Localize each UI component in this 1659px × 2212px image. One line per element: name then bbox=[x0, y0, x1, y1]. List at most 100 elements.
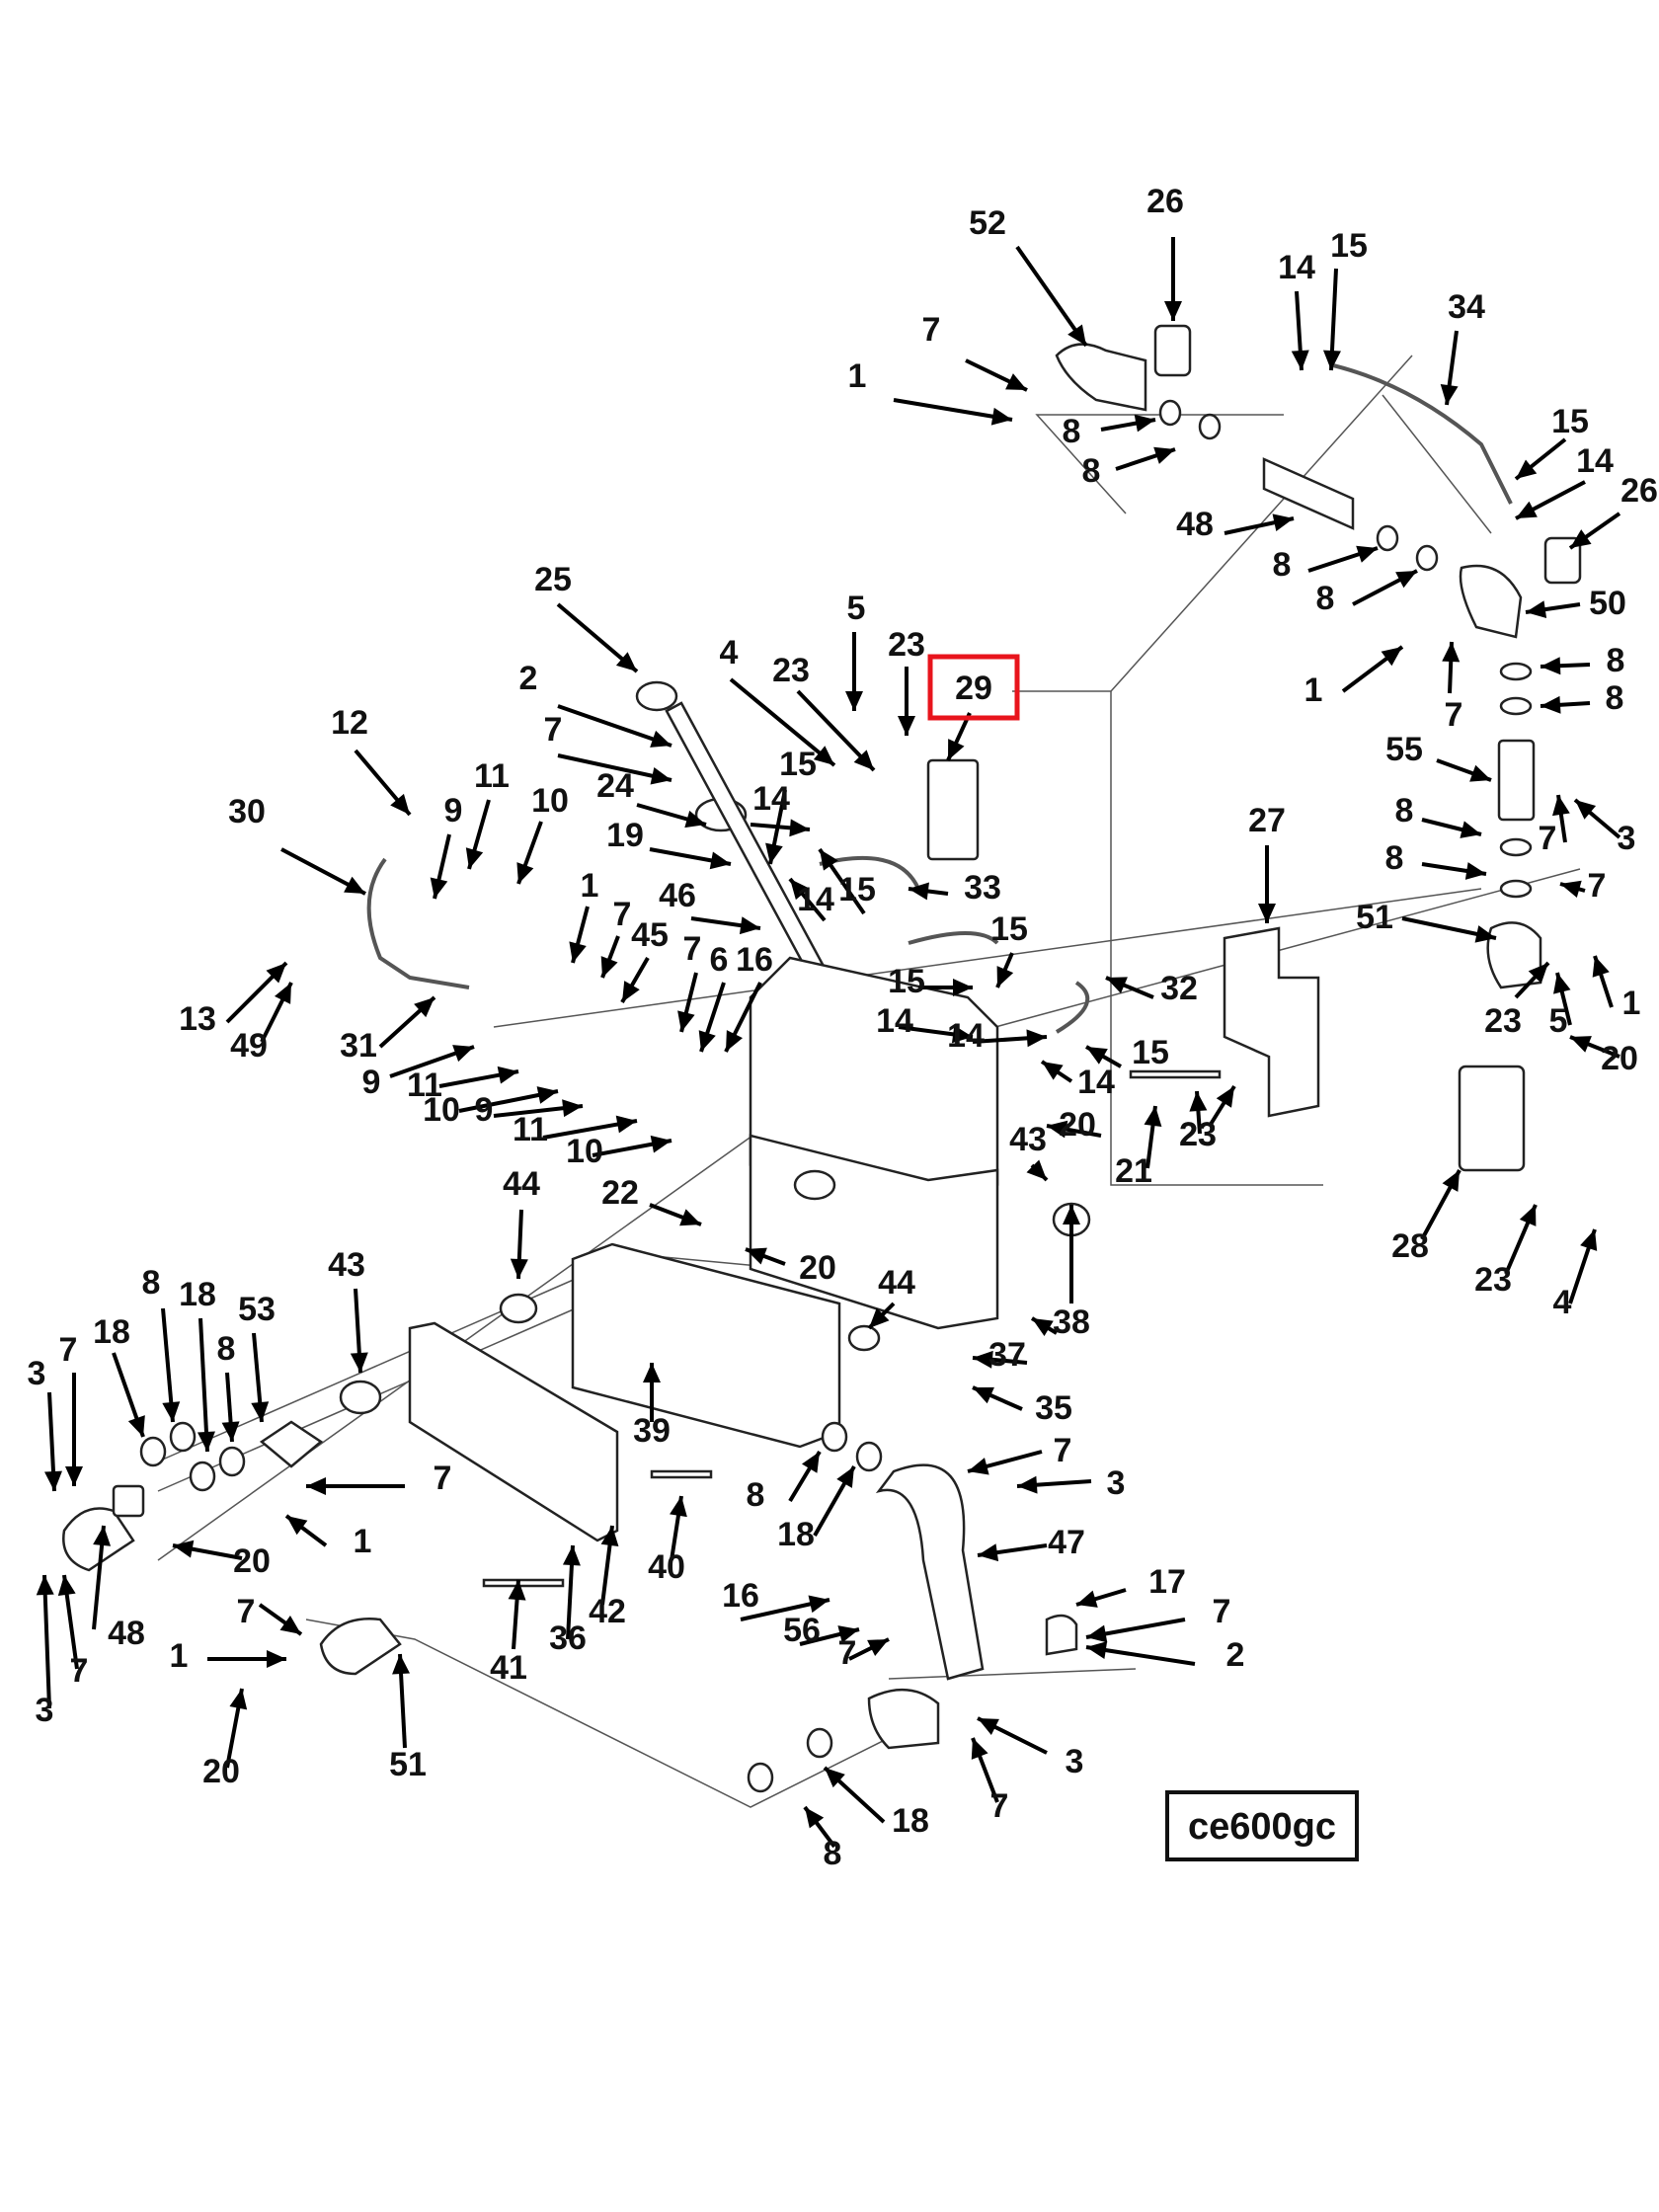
callout: 20 bbox=[233, 1542, 271, 1580]
part-lower-elbow-47 bbox=[867, 1688, 940, 1750]
callout: 48 bbox=[108, 1615, 145, 1652]
arrow-head bbox=[1551, 795, 1570, 817]
arrow-head bbox=[1017, 1475, 1038, 1494]
arrow-head bbox=[996, 966, 1014, 988]
callout: 18 bbox=[777, 1516, 815, 1553]
callout: 8 bbox=[1273, 546, 1292, 584]
callout: 32 bbox=[1160, 970, 1198, 1007]
callout: 7 bbox=[1539, 820, 1557, 857]
part-ring-left-4 bbox=[218, 1446, 246, 1477]
callout: 8 bbox=[1606, 679, 1624, 717]
callout: 7 bbox=[990, 1787, 1009, 1825]
callout: 3 bbox=[1618, 820, 1636, 857]
arrow-head bbox=[1442, 642, 1461, 663]
callout: 19 bbox=[606, 817, 644, 854]
callout: 1 bbox=[848, 357, 867, 395]
callout: 7 bbox=[1054, 1432, 1072, 1469]
arrow-head bbox=[1026, 1159, 1047, 1180]
arrow-head bbox=[251, 1401, 270, 1422]
arrow-head bbox=[643, 1363, 661, 1382]
callout: 7 bbox=[1588, 867, 1607, 905]
callout: 22 bbox=[601, 1174, 639, 1212]
arrow-head bbox=[739, 916, 760, 935]
callout: 7 bbox=[59, 1331, 78, 1369]
parts bbox=[62, 324, 1582, 1793]
callout: 17 bbox=[1148, 1563, 1186, 1601]
arrow-head bbox=[390, 793, 410, 815]
callout: 15 bbox=[779, 746, 817, 783]
arrow-head bbox=[820, 849, 838, 871]
callout: 39 bbox=[633, 1412, 671, 1450]
arrow-head bbox=[1164, 301, 1182, 321]
part-seal-tank bbox=[793, 1169, 836, 1201]
callout: 49 bbox=[230, 1027, 268, 1065]
arrow-head bbox=[1106, 977, 1128, 993]
arrow-head bbox=[615, 652, 637, 672]
arrow-head bbox=[825, 1768, 845, 1788]
part-ring-6 bbox=[1499, 696, 1533, 716]
arrow-head bbox=[508, 1580, 526, 1601]
callout-labels: 52 26 7 1 8 8 14 15 34 15 14 26 48 8 8 5… bbox=[28, 183, 1658, 1872]
part-ring-bottom-4 bbox=[747, 1762, 774, 1793]
arrow-head bbox=[65, 1466, 83, 1486]
callout: 56 bbox=[783, 1612, 821, 1649]
arrow-head bbox=[698, 1030, 716, 1052]
callout: 12 bbox=[331, 704, 368, 742]
callout: 36 bbox=[549, 1620, 587, 1657]
part-pipe-55 bbox=[1497, 739, 1536, 822]
leader-arrow bbox=[729, 677, 836, 767]
arrow-head bbox=[57, 1575, 76, 1597]
arrow-head bbox=[229, 1689, 248, 1710]
callout: 4 bbox=[1553, 1284, 1572, 1321]
callout: 7 bbox=[70, 1652, 89, 1690]
callout: 16 bbox=[722, 1577, 759, 1615]
callout: 28 bbox=[1391, 1227, 1429, 1265]
callout: 1 bbox=[1622, 985, 1641, 1022]
callout: 7 bbox=[838, 1634, 857, 1672]
callout: 23 bbox=[1474, 1261, 1512, 1299]
part-elbow-51-upper bbox=[1486, 921, 1542, 989]
callout: 15 bbox=[1132, 1034, 1169, 1071]
callout: 27 bbox=[1248, 802, 1286, 839]
callout: 9 bbox=[475, 1091, 494, 1129]
part-bolt-40 bbox=[650, 1469, 713, 1479]
callout: 30 bbox=[228, 793, 266, 830]
callout: 41 bbox=[490, 1649, 527, 1687]
callout: 37 bbox=[988, 1336, 1026, 1374]
arrow-head bbox=[1570, 529, 1592, 548]
callout: 15 bbox=[1330, 227, 1368, 265]
arrow-head bbox=[44, 1470, 62, 1491]
arrow-head bbox=[497, 1066, 518, 1084]
part-ring-left-2 bbox=[169, 1421, 197, 1453]
callout: 50 bbox=[1589, 585, 1626, 622]
part-hose-32 bbox=[908, 931, 999, 945]
arrow-head bbox=[898, 716, 915, 736]
callout: 48 bbox=[1176, 506, 1214, 543]
callout: 18 bbox=[892, 1802, 929, 1840]
part-cover-plate bbox=[408, 1321, 619, 1542]
part-ring-1 bbox=[1158, 399, 1182, 427]
part-ring-bottom-1 bbox=[821, 1421, 848, 1453]
callout: 44 bbox=[878, 1264, 915, 1302]
callout: 14 bbox=[752, 780, 790, 818]
callout: 20 bbox=[202, 1753, 240, 1790]
callout: 26 bbox=[1620, 472, 1658, 510]
leader-arrow bbox=[42, 1574, 51, 1709]
callout: 24 bbox=[596, 767, 634, 805]
callout: 23 bbox=[888, 626, 925, 664]
arrow-head bbox=[1540, 695, 1561, 714]
arrow-head bbox=[344, 876, 365, 894]
arrow-head bbox=[306, 1477, 326, 1495]
arrow-head bbox=[1086, 1047, 1108, 1065]
callout: 14 bbox=[1077, 1064, 1115, 1101]
arrow-head bbox=[968, 1458, 989, 1475]
callout: 52 bbox=[969, 204, 1006, 242]
callout: 15 bbox=[990, 910, 1028, 948]
arrow-head bbox=[808, 1595, 830, 1614]
part-ring-bottom-2 bbox=[855, 1441, 883, 1472]
arrow-head bbox=[1560, 880, 1582, 899]
callout: 8 bbox=[747, 1476, 765, 1514]
part-connector-53 bbox=[259, 1420, 324, 1468]
callout: 8 bbox=[1082, 452, 1101, 490]
